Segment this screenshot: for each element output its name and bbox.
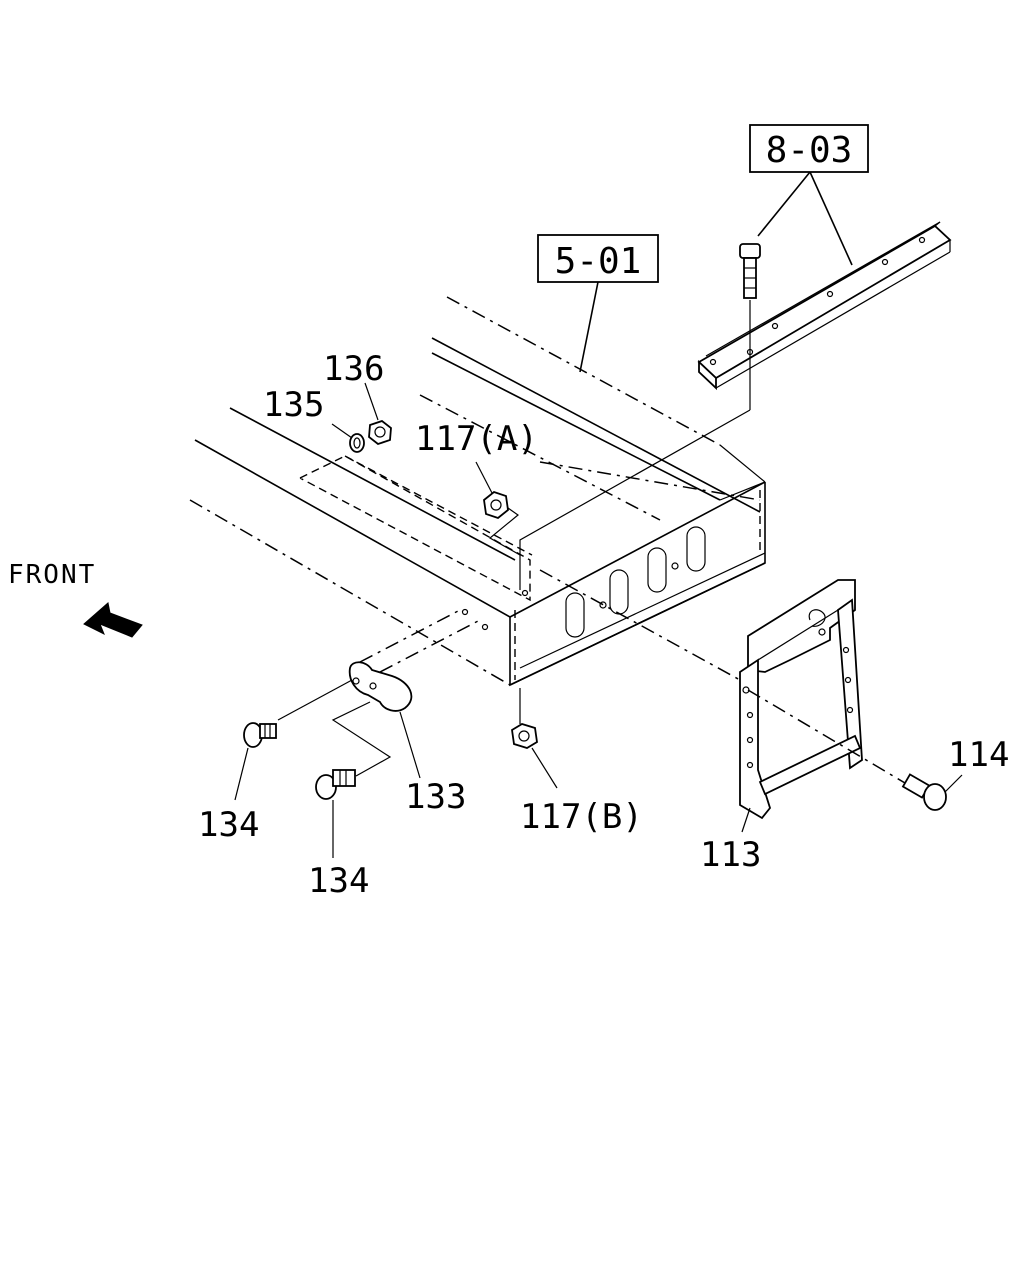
front-indicator: FRONT xyxy=(8,560,143,638)
tow-hook-133 xyxy=(348,661,413,712)
label-135: 135 xyxy=(263,385,324,425)
front-label: FRONT xyxy=(8,560,96,590)
label-117b: 117(B) xyxy=(520,797,643,837)
rail-bolt xyxy=(739,243,761,299)
bolt-134-lower xyxy=(315,769,356,800)
front-arrow-icon xyxy=(83,602,143,638)
label-133: 133 xyxy=(405,777,466,817)
nut-117b xyxy=(511,723,538,749)
bolt-134-upper xyxy=(243,722,277,748)
label-134-lower: 134 xyxy=(308,861,369,901)
label-114: 114 xyxy=(948,735,1009,775)
bolt-114 xyxy=(901,773,947,811)
nut-117a xyxy=(483,490,509,520)
ref-box-frame: 5-01 xyxy=(537,234,659,283)
label-117a: 117(A) xyxy=(415,419,538,459)
bracket-113 xyxy=(739,579,863,820)
label-113: 113 xyxy=(700,835,761,875)
frame-assembly xyxy=(189,296,766,687)
label-136: 136 xyxy=(323,349,384,389)
nut-136 xyxy=(368,419,392,446)
ref-label-rail: 8-03 xyxy=(766,130,853,171)
ref-box-rail: 8-03 xyxy=(749,124,869,173)
washer-135 xyxy=(349,433,365,453)
label-134-upper: 134 xyxy=(198,805,259,845)
ref-label-frame: 5-01 xyxy=(555,241,642,282)
angle-rail xyxy=(697,221,952,391)
